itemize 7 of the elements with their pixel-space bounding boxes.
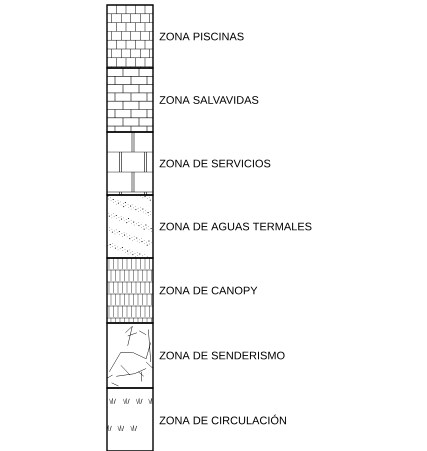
- legend-label: ZONA DE SERVICIOS: [160, 160, 270, 168]
- legend-label: ZONA DE AGUAS TERMALES: [160, 222, 312, 230]
- legend-label: ZONA DE SENDERISMO: [160, 352, 285, 360]
- legend-label: ZONA DE CANOPY: [160, 286, 258, 294]
- legend-label: ZONA DE CIRCULACIÓN: [160, 414, 286, 424]
- legend-label: ZONA SALVAVIDAS: [160, 96, 258, 104]
- legend-label: ZONA PISCINAS: [160, 32, 244, 40]
